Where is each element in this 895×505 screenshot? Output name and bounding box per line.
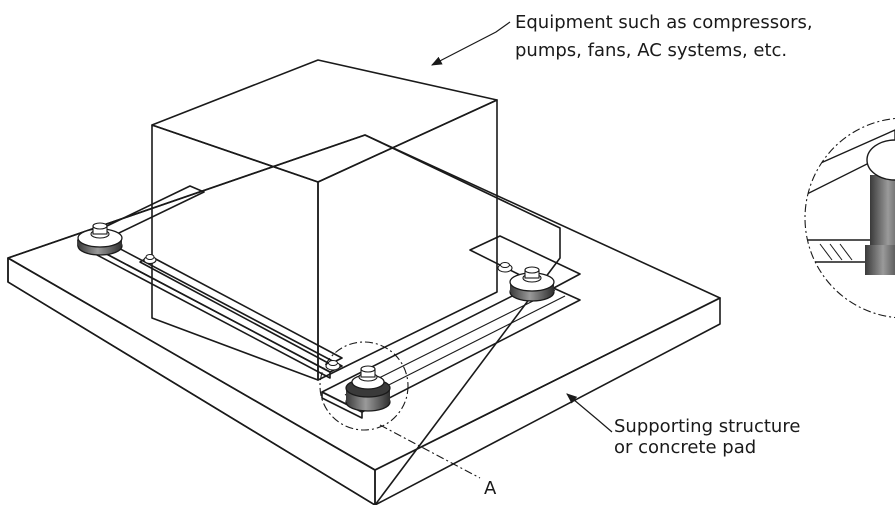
isolator-back-left xyxy=(77,222,123,256)
support-label-line2: or concrete pad xyxy=(614,437,756,458)
detail-a-magnified-view xyxy=(804,117,895,319)
bolt-back-left-small xyxy=(143,254,157,265)
mounting-rails xyxy=(77,185,581,419)
equipment-box xyxy=(151,59,498,381)
bolt-right-small xyxy=(497,262,513,273)
bolt-front-small xyxy=(325,360,341,371)
detail-marker-label: A xyxy=(484,478,497,499)
equipment-label-line2: pumps, fans, AC systems, etc. xyxy=(515,40,787,61)
support-leader xyxy=(566,393,613,433)
support-label-line1: Supporting structure xyxy=(614,416,800,437)
concrete-pad xyxy=(7,134,721,505)
equipment-leader xyxy=(431,21,511,66)
equipment-label-line1: Equipment such as compressors, xyxy=(515,12,813,33)
isolator-front-detail-a xyxy=(345,365,391,412)
detail-a-callout xyxy=(319,341,481,479)
isolator-right xyxy=(509,266,555,302)
